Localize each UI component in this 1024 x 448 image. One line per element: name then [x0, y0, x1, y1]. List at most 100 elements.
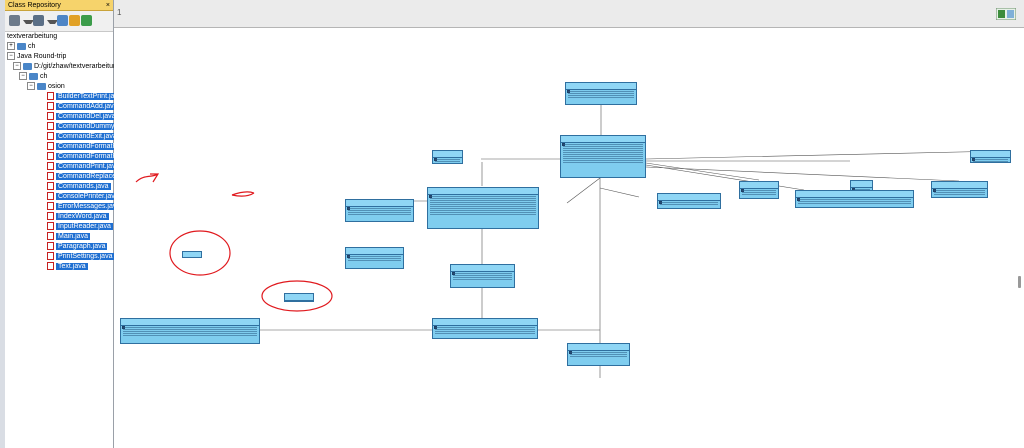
gear-icon[interactable]: [9, 15, 20, 26]
tree-label: D:/git/zhaw/textverarbeitung/src: [34, 63, 133, 70]
uml-diagram-area[interactable]: [114, 28, 1024, 448]
grid-icon[interactable]: [57, 15, 68, 26]
folder-icon: [23, 62, 32, 70]
tree-file-item[interactable]: Commands.java: [47, 182, 111, 192]
tree-file-item[interactable]: Main.java: [47, 232, 90, 242]
expand-icon[interactable]: +: [7, 42, 15, 51]
uml-class-box[interactable]: [345, 199, 414, 222]
tree-file-item[interactable]: PrintSettings.java: [47, 252, 115, 262]
tree-file-item[interactable]: CommandFormatRaw.java: [47, 152, 143, 162]
tree-item[interactable]: −Java Round-trip: [7, 52, 66, 62]
uml-class-box[interactable]: [284, 293, 314, 302]
tree-label: ConsolePrinter.java: [56, 193, 121, 200]
uml-class-box[interactable]: [567, 343, 630, 366]
tree-label: IndexWord.java: [56, 213, 109, 220]
uml-class-box[interactable]: [795, 190, 914, 208]
package-icon[interactable]: [81, 15, 92, 26]
tree-file-item[interactable]: BuilderTextPrint.java: [47, 92, 124, 102]
java-file-icon: [47, 122, 54, 131]
tree-label: textverarbeitung: [7, 33, 58, 40]
java-file-icon: [47, 222, 54, 231]
uml-class-box[interactable]: [345, 247, 404, 269]
tree-file-item[interactable]: ErrorMessages.java: [47, 202, 123, 212]
tree-file-item[interactable]: Paragraph.java: [47, 242, 108, 252]
tree-label: Paragraph.java: [56, 243, 108, 250]
tree-item[interactable]: textverarbeitung: [7, 32, 57, 42]
tree-label: Commands.java: [56, 183, 111, 190]
uml-class-box[interactable]: [427, 187, 539, 229]
diagram-tab-bar: 1: [114, 0, 1024, 28]
java-file-icon: [47, 202, 54, 211]
tree-file-item[interactable]: CommandDel.java: [47, 112, 118, 122]
tree-file-item[interactable]: CommandReplace.java: [47, 172, 133, 182]
java-file-icon: [47, 152, 54, 161]
tree-item[interactable]: + ch: [7, 42, 35, 52]
tree-label: PrintSettings.java: [56, 253, 115, 260]
tree-file-item[interactable]: CommandExit.java: [47, 132, 119, 142]
tree-file-item[interactable]: CommandPrint.java: [47, 162, 122, 172]
chevron-down-icon[interactable]: [47, 20, 58, 24]
tree-item[interactable]: − osion: [27, 82, 65, 92]
uml-class-box[interactable]: [432, 150, 463, 164]
tree-label: CommandExit.java: [56, 133, 119, 140]
panel-title: Class Repository: [8, 2, 61, 9]
tree-file-item[interactable]: CommandDummy.java: [47, 122, 131, 132]
uml-class-box[interactable]: [565, 82, 637, 105]
collapse-icon[interactable]: −: [19, 72, 27, 81]
tree-label: ch: [28, 43, 36, 50]
collapse-icon[interactable]: −: [13, 62, 21, 71]
java-file-icon: [47, 162, 54, 171]
uml-class-box[interactable]: [450, 264, 515, 288]
diagram-tab[interactable]: 1: [117, 8, 122, 17]
uml-class-box[interactable]: [560, 135, 646, 178]
java-file-icon: [47, 192, 54, 201]
uml-class-box[interactable]: [182, 251, 202, 258]
tree-file-item[interactable]: IndexWord.java: [47, 212, 109, 222]
java-file-icon: [47, 182, 54, 191]
java-file-icon: [47, 112, 54, 121]
tree-label: ErrorMessages.java: [56, 203, 123, 210]
panel-title-bar: Class Repository ×: [5, 0, 113, 11]
tree-label: CommandAdd.java: [56, 103, 120, 110]
uml-class-box[interactable]: [739, 181, 779, 199]
class-tree: textverarbeitung +ch −Java Round-trip −D…: [5, 32, 143, 448]
tree-item[interactable]: −ch: [19, 72, 47, 82]
collapse-icon[interactable]: −: [27, 82, 35, 91]
uml-class-box[interactable]: [970, 150, 1011, 163]
uml-class-box[interactable]: [432, 318, 538, 339]
folder-icon: [37, 82, 46, 90]
tree-label: Main.java: [56, 233, 90, 240]
tree-item[interactable]: − D:/git/zhaw/textverarbeitung/src: [13, 62, 132, 72]
tree-label: Java Round-trip: [17, 53, 67, 60]
close-icon[interactable]: ×: [105, 2, 110, 9]
tree-file-item[interactable]: CommandAdd.java: [47, 102, 120, 112]
java-file-icon: [47, 142, 54, 151]
uml-class-box[interactable]: [657, 193, 721, 209]
java-file-icon: [47, 92, 54, 101]
chevron-down-icon[interactable]: [23, 20, 34, 24]
collapse-icon[interactable]: −: [7, 52, 15, 61]
tree-label: CommandDel.java: [56, 113, 118, 120]
java-file-icon: [47, 242, 54, 251]
tree-file-item[interactable]: CommandFormatFix.java: [47, 142, 139, 152]
tree-label: CommandDummy.java: [56, 123, 131, 130]
java-file-icon: [47, 232, 54, 241]
annotation-circle: [169, 230, 231, 276]
tree-label: BuilderTextPrint.java: [56, 93, 124, 100]
uml-class-box[interactable]: [931, 181, 988, 198]
settings-icon[interactable]: [33, 15, 44, 26]
tree-file-item[interactable]: InputReader.java: [47, 222, 113, 232]
panel-toolbar: [5, 11, 113, 32]
bulb-icon[interactable]: [69, 15, 80, 26]
diagram-canvas[interactable]: 1: [114, 0, 1024, 448]
tree-label: osion: [48, 83, 65, 90]
layout-icon[interactable]: [996, 8, 1016, 20]
java-file-icon: [47, 252, 54, 261]
uml-class-box[interactable]: [120, 318, 260, 344]
tree-file-item[interactable]: Text.java: [47, 262, 88, 272]
tree-file-item[interactable]: ConsolePrinter.java: [47, 192, 121, 202]
tree-label: Text.java: [56, 263, 88, 270]
tree-label: CommandPrint.java: [56, 163, 122, 170]
scroll-grip[interactable]: [1018, 276, 1021, 288]
tree-label: CommandReplace.java: [56, 173, 133, 180]
